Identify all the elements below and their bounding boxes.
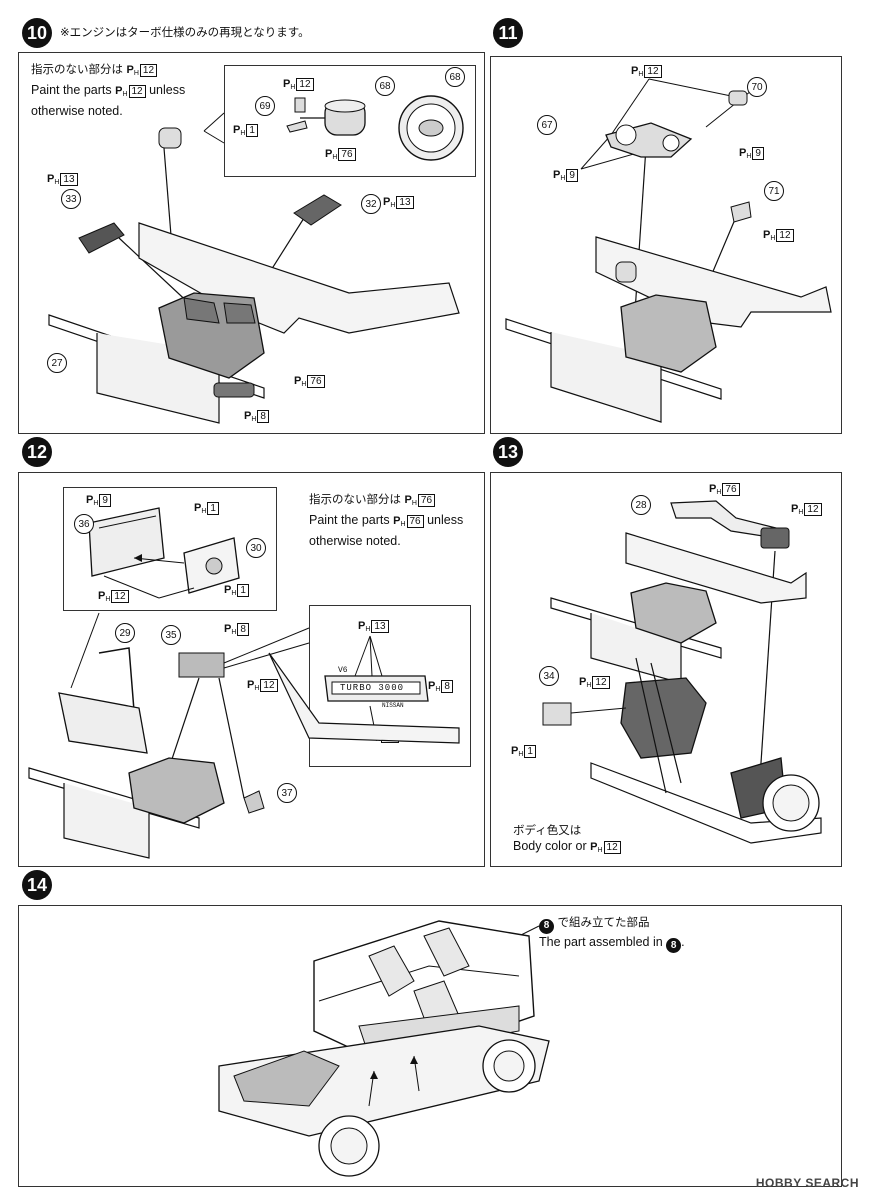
- intake-detail-drawing: [286, 95, 464, 161]
- assembled-part-note: 8 で組み立てた部品 The part assembled in 8.: [539, 914, 685, 953]
- part-29: 29: [115, 623, 135, 643]
- radiator-assembly-drawing: [28, 612, 460, 859]
- part-32: 32: [361, 194, 381, 214]
- engine-assembly-drawing: [48, 112, 460, 424]
- turbo-decal: TURBO 3000: [340, 683, 405, 693]
- bracket-assembly-drawing: [505, 78, 832, 423]
- part-35: 35: [161, 625, 181, 645]
- part-33: 33: [61, 189, 81, 209]
- part-37: 37: [277, 783, 297, 803]
- part-68: 68: [375, 76, 395, 96]
- battery-tank-assembly-drawing: [542, 500, 822, 844]
- part-36: 36: [74, 514, 94, 534]
- step-14-badge: 14: [22, 870, 52, 900]
- part-69: 69: [255, 96, 275, 116]
- part-28: 28: [631, 495, 651, 515]
- engine-turbo-note: ※エンジンはターボ仕様のみの再現となります。: [60, 25, 310, 39]
- part-67: 67: [537, 115, 557, 135]
- step-11-badge: 11: [493, 18, 523, 48]
- radiator-detail-drawing: [88, 507, 240, 599]
- step-12-badge: 12: [22, 437, 52, 467]
- hobby-search-watermark: HOBBY SEARCH: [755, 1176, 859, 1190]
- step-13-badge: 13: [493, 437, 523, 467]
- step-10-badge: 10: [22, 18, 52, 48]
- part-71: 71: [764, 181, 784, 201]
- part-70: 70: [747, 77, 767, 97]
- part-27: 27: [47, 353, 67, 373]
- brand-decal: NISSAN: [382, 702, 404, 709]
- part-30: 30: [246, 538, 266, 558]
- part-68-b: 68: [445, 67, 465, 87]
- final-assembly-drawing: [218, 920, 550, 1177]
- part-34: 34: [539, 666, 559, 686]
- step-14-panel: 8 で組み立てた部品 The part assembled in 8.: [18, 905, 842, 1187]
- v6-decal: V6: [338, 666, 348, 675]
